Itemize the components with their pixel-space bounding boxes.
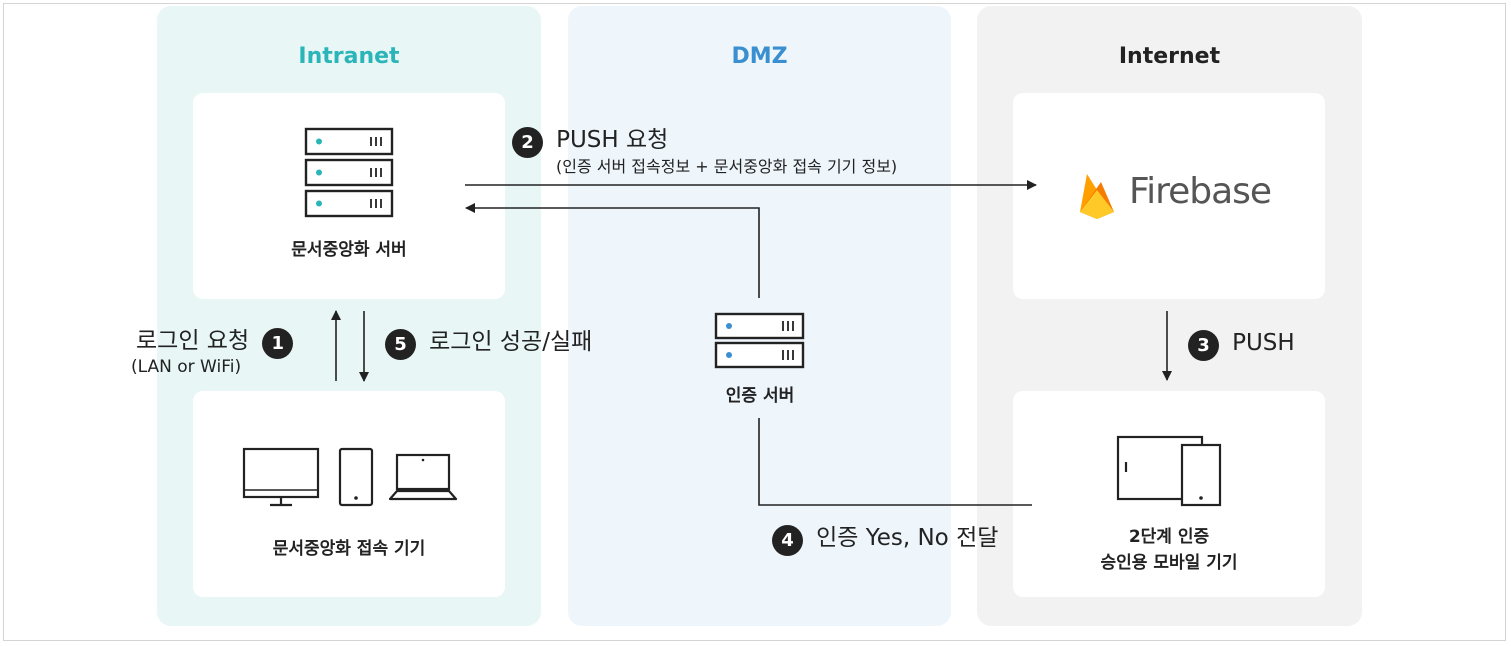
mobile-device-card: 2단계 인증 승인용 모바일 기기 — [1013, 391, 1325, 597]
step-2-text: PUSH 요청 — [556, 127, 669, 153]
phone-icon — [338, 447, 374, 507]
step-2-group: 2 PUSH 요청 — [512, 120, 668, 158]
mobile-label-line1: 2단계 인증 — [1128, 527, 1210, 547]
mobile-label-line2: 승인용 모바일 기기 — [1100, 553, 1238, 573]
step-3-badge: 3 — [1188, 330, 1219, 361]
step-2-badge: 2 — [512, 127, 543, 158]
server-rack-icon — [304, 127, 394, 218]
firebase-flame-icon — [1080, 174, 1114, 219]
step-5-badge: 5 — [385, 329, 416, 360]
firebase-card: Firebase — [1013, 93, 1325, 299]
firebase-logo-text: Firebase — [1129, 171, 1272, 212]
step-1-sub: (LAN or WiFi) — [131, 357, 242, 377]
step-4-text: 인증 Yes, No 전달 — [816, 525, 999, 551]
step-1-group: 로그인 요청 1 — [136, 321, 294, 359]
step-1-text: 로그인 요청 — [136, 328, 250, 354]
step-3-text: PUSH — [1232, 330, 1295, 356]
zone-title-intranet: Intranet — [298, 44, 400, 69]
zone-title-dmz: DMZ — [731, 44, 788, 69]
access-devices-label: 문서중앙화 접속 기기 — [272, 539, 426, 559]
step-2-sub: (인증 서버 접속정보 + 문서중앙화 접속 기기 정보) — [556, 157, 898, 176]
auth-server-icon — [714, 312, 805, 369]
auth-server-label: 인증 서버 — [725, 386, 795, 406]
arrow-auth-to-server — [465, 203, 760, 298]
step-4-group: 4 인증 Yes, No 전달 — [772, 518, 998, 556]
step-4-badge: 4 — [772, 525, 803, 556]
line-auth-reply — [758, 418, 1032, 506]
monitor-icon — [242, 447, 320, 507]
step-3-group: 3 PUSH — [1188, 330, 1295, 361]
tablet-phone-icon — [1116, 435, 1222, 507]
doc-server-label: 문서중앙화 서버 — [291, 240, 407, 260]
laptop-icon — [389, 453, 458, 501]
access-devices-card: 문서중앙화 접속 기기 — [193, 391, 505, 597]
zone-title-internet: Internet — [1118, 44, 1221, 69]
diagram-frame — [3, 3, 1506, 641]
step-1-badge: 1 — [262, 328, 294, 359]
doc-server-card: 문서중앙화 서버 — [193, 93, 505, 299]
step-5-group: 5 로그인 성공/실패 — [385, 322, 592, 360]
step-5-text: 로그인 성공/실패 — [429, 329, 593, 355]
